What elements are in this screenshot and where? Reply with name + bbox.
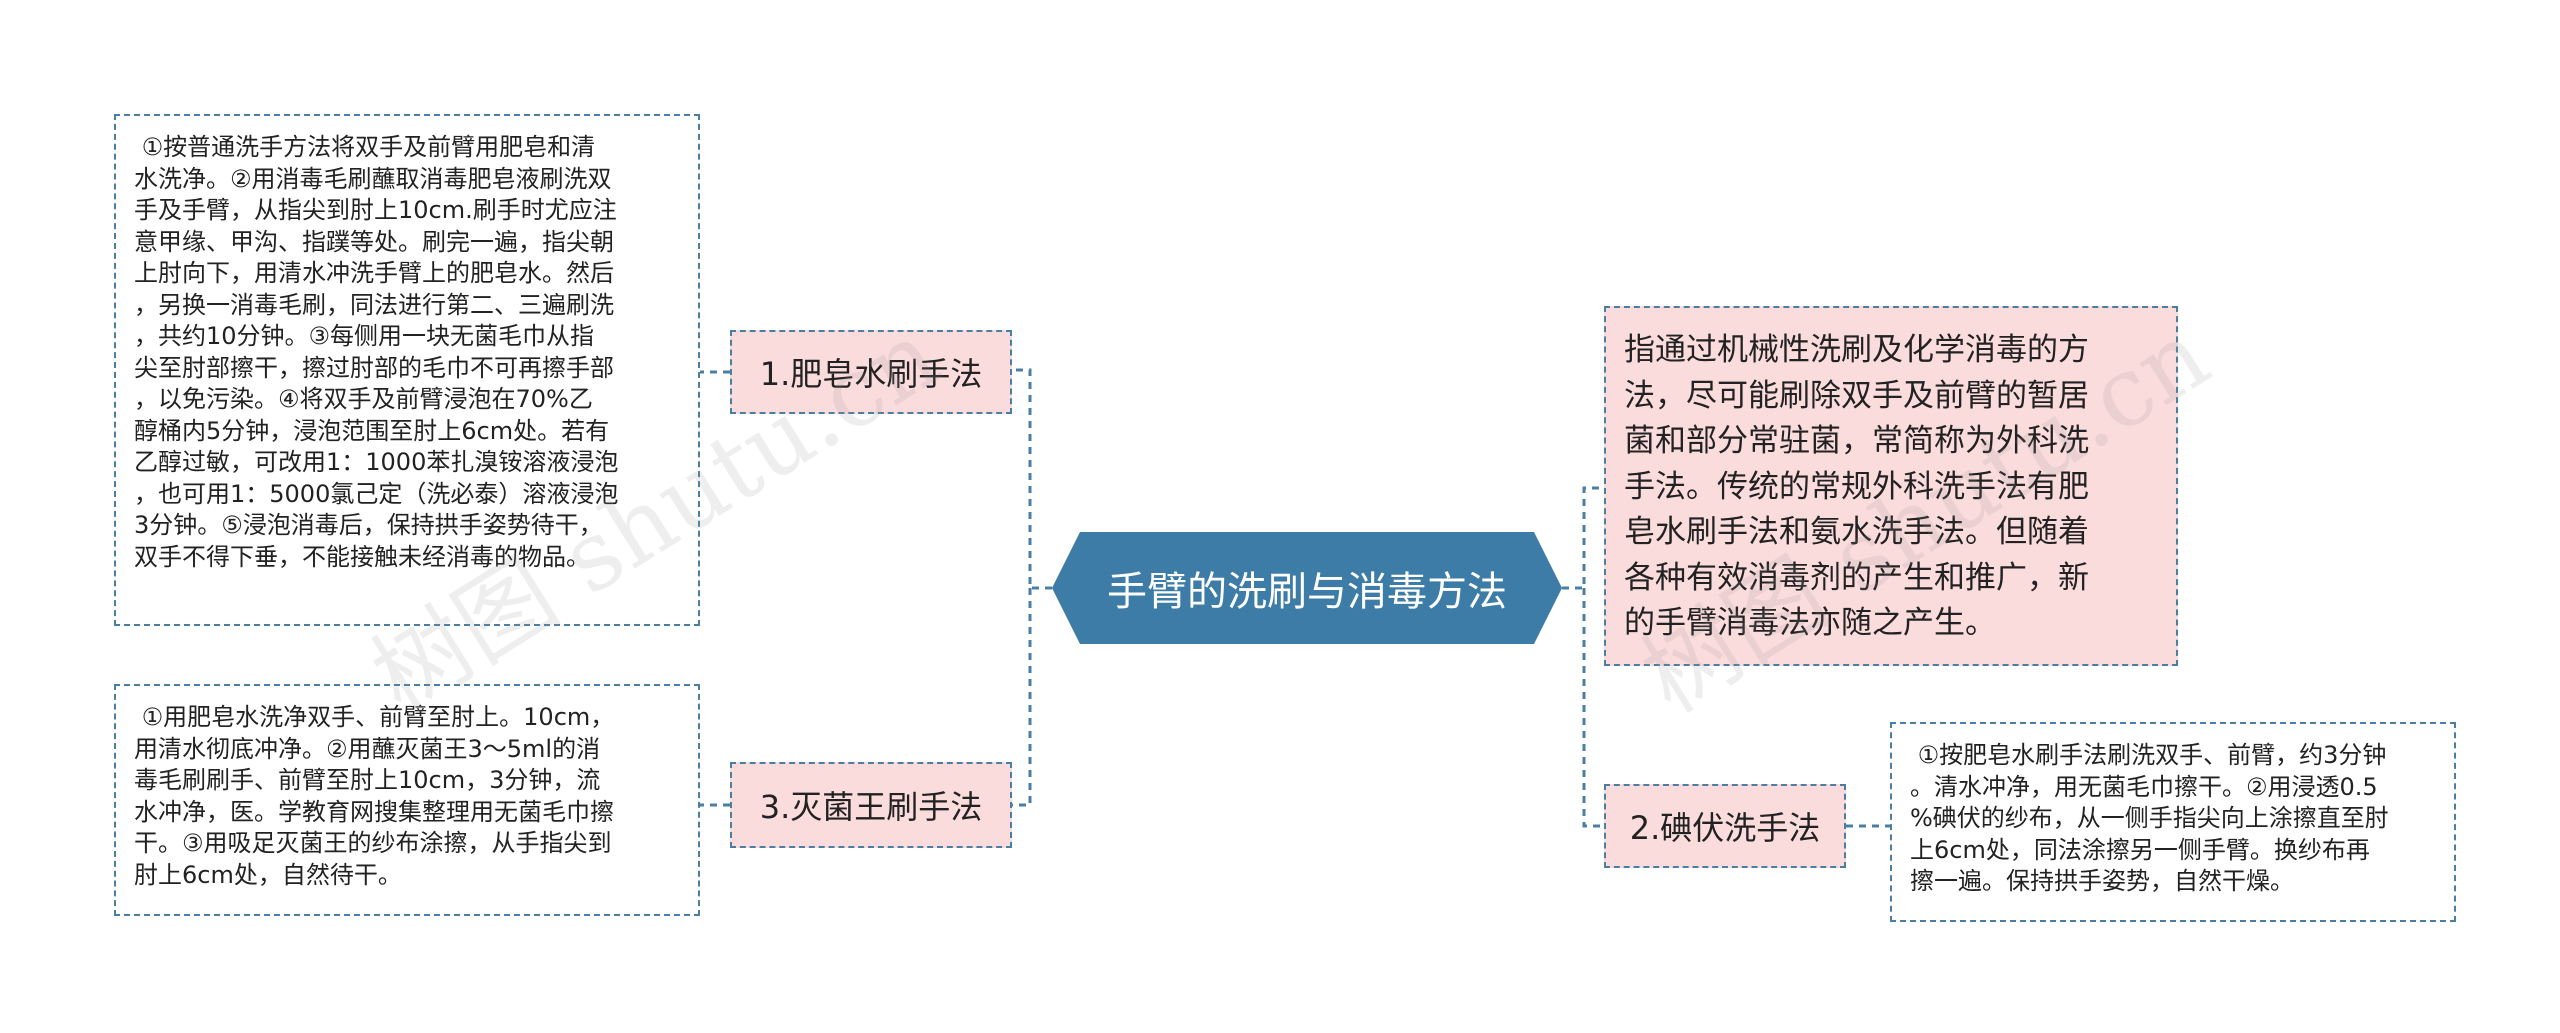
definition-node[interactable]: 指通过机械性洗刷及化学消毒的方 法，尽可能刷除双手及前臂的暂居 菌和部分常驻菌，… xyxy=(1604,306,2178,666)
branch-soap-brush[interactable]: 1.肥皂水刷手法 xyxy=(730,330,1012,414)
connector-root-right xyxy=(1562,486,1604,590)
branch-miejunwang-label: 3.灭菌王刷手法 xyxy=(759,788,983,826)
leaf-miejunwang-details[interactable]: ①用肥皂水洗净双手、前臂至肘上。10cm， 用清水彻底冲净。②用蘸灭菌王3～5m… xyxy=(114,684,700,916)
connector-root-left xyxy=(1012,368,1052,590)
branch-miejunwang-brush[interactable]: 3.灭菌王刷手法 xyxy=(730,762,1012,848)
leaf-iodophor-details[interactable]: ①按肥皂水刷手法刷洗双手、前臂，约3分钟 。清水冲净，用无菌毛巾擦干。②用浸透0… xyxy=(1890,722,2456,922)
connector-root-left-lower xyxy=(1012,588,1032,807)
branch-iodophor-label: 2.碘伏洗手法 xyxy=(1629,809,1821,847)
root-topic[interactable]: 手臂的洗刷与消毒方法 xyxy=(1052,532,1562,644)
branch-iodophor[interactable]: 2.碘伏洗手法 xyxy=(1604,784,1846,868)
root-title: 手臂的洗刷与消毒方法 xyxy=(1107,569,1507,615)
branch-soap-label: 1.肥皂水刷手法 xyxy=(759,355,983,393)
connector-root-right-lower xyxy=(1582,588,1604,828)
leaf-soap-details[interactable]: ①按普通洗手方法将双手及前臂用肥皂和清 水洗净。②用消毒毛刷蘸取消毒肥皂液刷洗双… xyxy=(114,114,700,626)
